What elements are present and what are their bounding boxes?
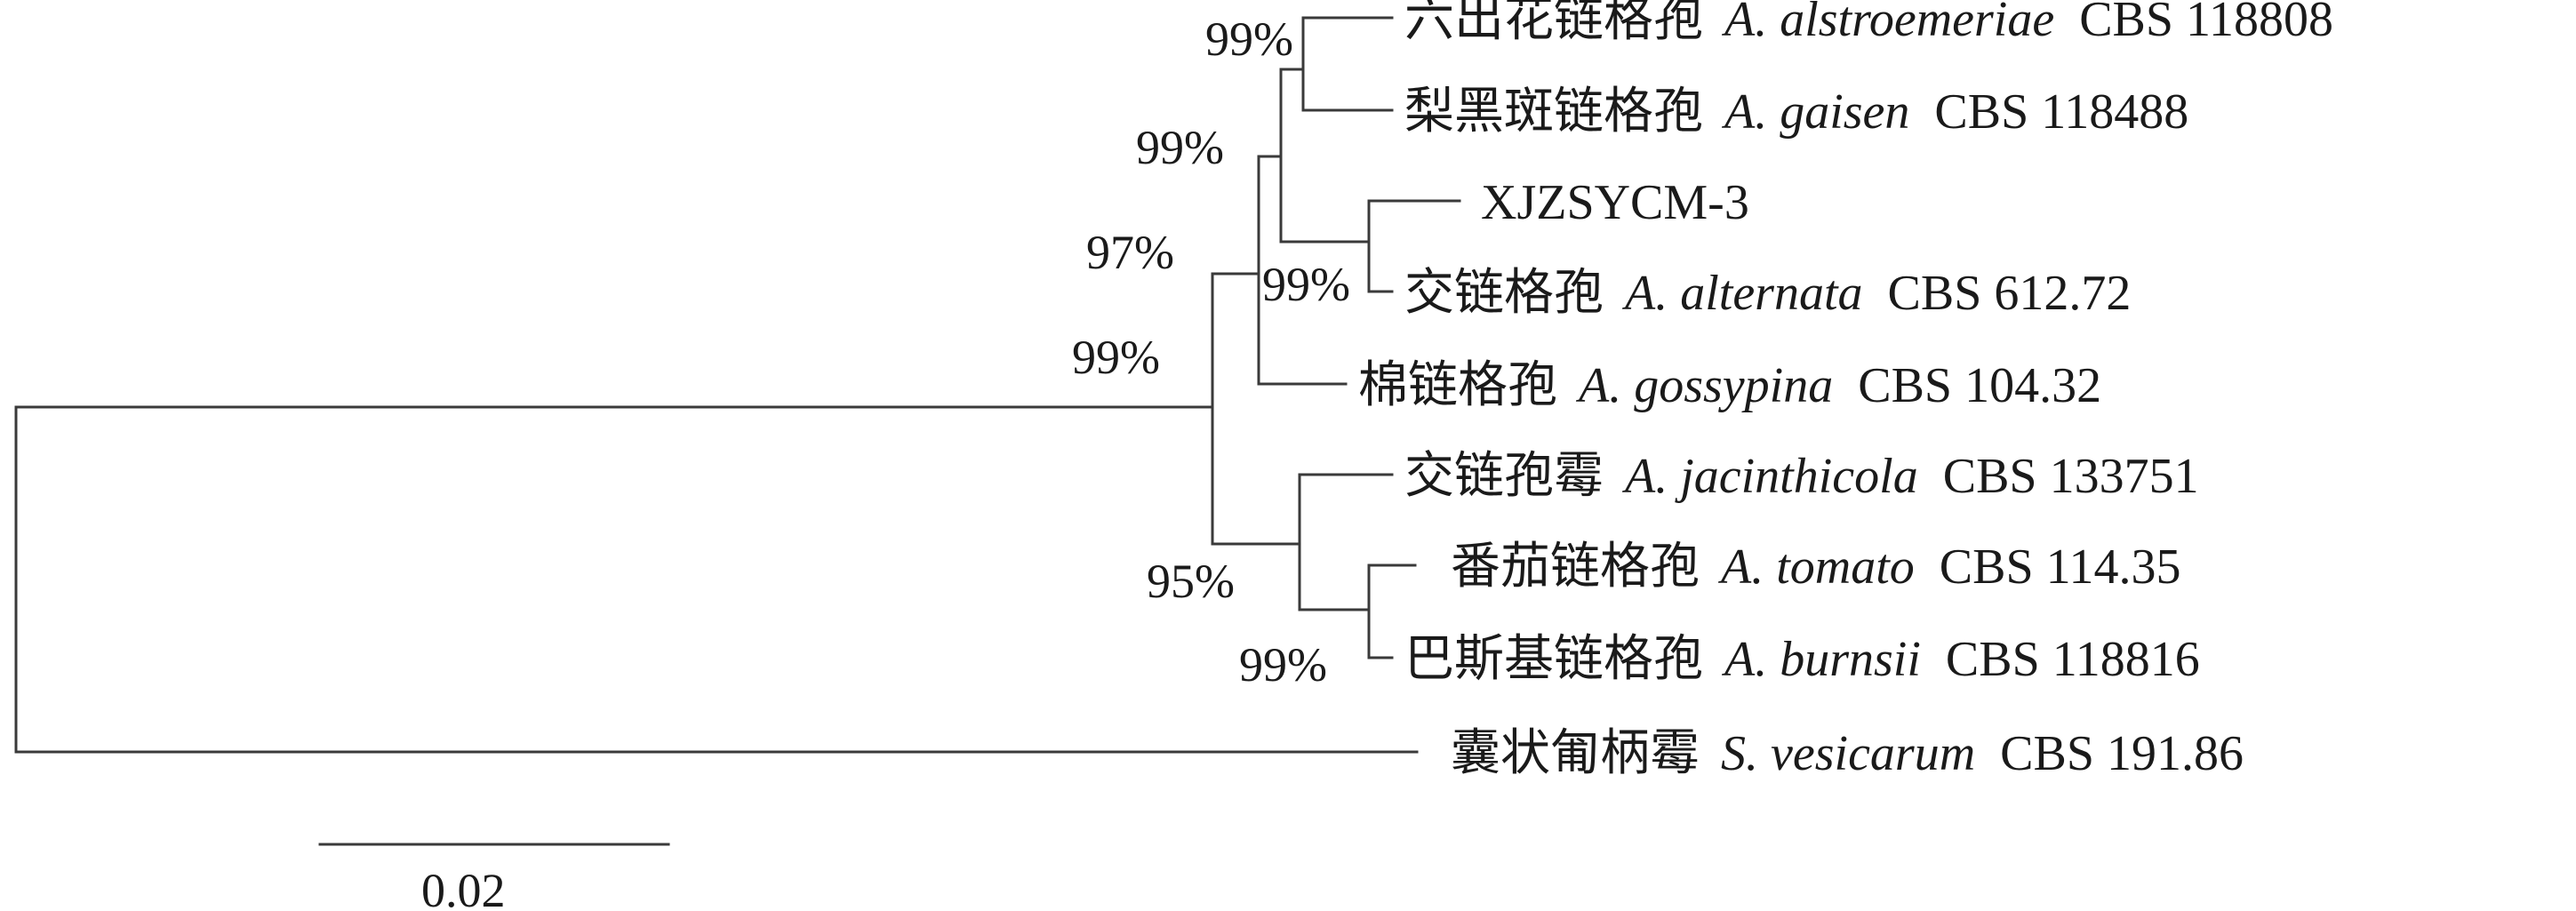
bootstrap-value: 97% <box>1086 226 1174 279</box>
taxon-strain-code: CBS 133751 <box>1943 449 2199 504</box>
bootstrap-value: 95% <box>1147 555 1235 608</box>
tree-branches <box>14 16 1461 846</box>
taxon-chinese-name: 交链孢霉 <box>1404 449 1604 504</box>
taxon-strain-code: XJZSYCM-3 <box>1481 175 1749 230</box>
taxon-label: 番茄链格孢 A. tomato CBS 114.35 <box>1451 539 2181 595</box>
taxon-label: 巴斯基链格孢 A. burnsii CBS 118816 <box>1404 632 2200 687</box>
taxon-strain-code: CBS 191.86 <box>2000 726 2244 781</box>
taxon-strain-code: CBS 612.72 <box>1888 266 2132 321</box>
taxon-labels: 六出花链格孢 A. alstroemeriae CBS 118808 梨黑斑链格… <box>1358 0 2333 781</box>
taxon-species-name: A. jacinthicola <box>1621 449 1918 504</box>
taxon-label: 棉链格孢 A. gossypina CBS 104.32 <box>1358 358 2101 413</box>
taxon-strain-code: CBS 104.32 <box>1858 358 2101 413</box>
bootstrap-value: 99% <box>1072 331 1160 384</box>
taxon-chinese-name: 番茄链格孢 <box>1451 539 1700 595</box>
bootstrap-value: 99% <box>1239 638 1327 691</box>
taxon-species-name: A. gossypina <box>1575 358 1833 413</box>
scale-bar-label: 0.02 <box>421 864 506 911</box>
taxon-label: 六出花链格孢 A. alstroemeriae CBS 118808 <box>1404 0 2333 47</box>
taxon-species-name: S. vesicarum <box>1721 726 1975 781</box>
taxon-strain-code: CBS 114.35 <box>1940 539 2181 595</box>
taxon-chinese-name: 巴斯基链格孢 <box>1404 632 1703 687</box>
taxon-label: 交链孢霉 A. jacinthicola CBS 133751 <box>1404 449 2199 504</box>
taxon-species-name: A. gaisen <box>1721 84 1909 140</box>
taxon-species-name: A. tomato <box>1717 539 1915 595</box>
taxon-species-name: A. alternata <box>1621 266 1863 321</box>
bootstrap-value: 99% <box>1136 121 1224 174</box>
taxon-strain-code: CBS 118808 <box>2079 0 2333 47</box>
taxon-species-name: A. burnsii <box>1721 632 1921 687</box>
taxon-chinese-name: 棉链格孢 <box>1358 358 1557 413</box>
taxon-strain-code: CBS 118816 <box>1946 632 2200 687</box>
taxon-label: XJZSYCM-3 <box>1481 175 1749 230</box>
taxon-chinese-name: 梨黑斑链格孢 <box>1404 84 1703 140</box>
taxon-chinese-name: 六出花链格孢 <box>1404 0 1703 47</box>
taxon-label: 囊状匍柄霉 S. vesicarum CBS 191.86 <box>1451 726 2244 781</box>
taxon-label: 交链格孢 A. alternata CBS 612.72 <box>1404 266 2131 321</box>
bootstrap-value: 99% <box>1262 258 1350 311</box>
bootstrap-labels: 99% 99% 97% 99% 99% 95% 99% <box>1072 12 1350 691</box>
taxon-chinese-name: 囊状匍柄霉 <box>1451 726 1700 781</box>
bootstrap-value: 99% <box>1205 12 1293 66</box>
taxon-species-name: A. alstroemeriae <box>1721 0 2054 47</box>
taxon-label: 梨黑斑链格孢 A. gaisen CBS 118488 <box>1404 84 2188 140</box>
taxon-chinese-name: 交链格孢 <box>1404 266 1604 321</box>
taxon-strain-code: CBS 118488 <box>1934 84 2188 140</box>
